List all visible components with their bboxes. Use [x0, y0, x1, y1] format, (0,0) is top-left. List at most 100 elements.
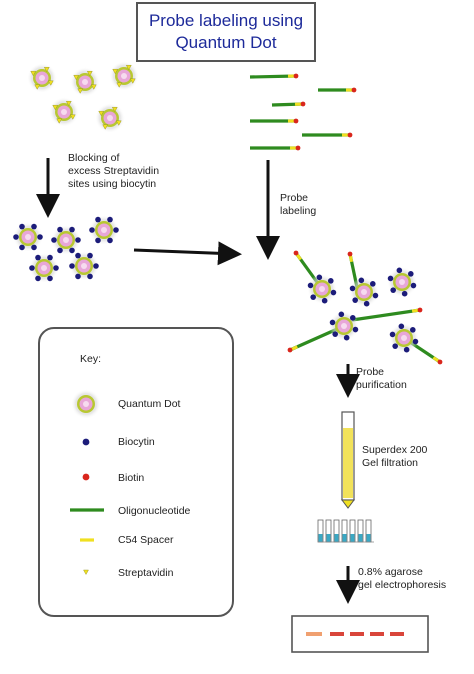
biocytin-dot: [75, 273, 81, 280]
biocytin-dot: [47, 275, 53, 282]
key-label-c54-spacer: C54 Spacer: [118, 534, 174, 546]
probe-labeling-label: Probe labeling: [280, 192, 316, 218]
c54-spacer-segment: [291, 345, 298, 351]
biocytin-dot: [31, 223, 37, 230]
biocytin-dot: [95, 216, 101, 223]
streptavidin-icon: [77, 88, 84, 94]
quantum-dot-icon: [387, 267, 417, 297]
biocytin-dot: [113, 227, 119, 233]
gel-filtration-label: Superdex 200 Gel filtration: [362, 444, 427, 470]
streptavidin-icon: [129, 78, 136, 84]
biocytin-dot: [69, 263, 75, 269]
electrophoresis-label-line-1: 0.8% agarose: [358, 566, 423, 578]
biocytin-dot: [87, 273, 93, 280]
streptavidin-icon: [90, 84, 97, 90]
biocytin-dot: [343, 334, 350, 341]
c54-spacer-segment: [348, 255, 354, 263]
quantum-dot-icon: [27, 63, 57, 93]
gel-band: [370, 632, 384, 636]
probe-purification-label: Probe purification: [356, 366, 407, 392]
free-probe: [318, 87, 357, 93]
free-probe: [250, 145, 301, 151]
biocytin-dot: [37, 234, 43, 240]
biocytin-dot: [390, 287, 396, 293]
gel-band: [390, 632, 404, 636]
biocytin-dot: [410, 327, 416, 333]
biocytin-icon: [82, 438, 90, 446]
streptavidin-icon: [43, 67, 50, 73]
column-resin: [343, 428, 353, 498]
blocked-quantum-dot: [13, 222, 43, 252]
streptavidin-icon: [69, 114, 76, 120]
streptavidin-icon: [112, 69, 119, 75]
biocytin-dot: [51, 237, 57, 243]
quantum-dot-icon: [349, 277, 379, 307]
biocytin-dot: [332, 331, 338, 337]
gel-band: [330, 632, 344, 636]
blocked-quantum-dot: [89, 215, 119, 245]
biocytin-dot: [307, 282, 314, 289]
streptavidin-icon: [52, 105, 59, 111]
streptavidin-icon: [73, 75, 80, 81]
biocytin-dot: [316, 274, 323, 281]
biotin-icon: [82, 473, 90, 481]
collection-tubes: [317, 519, 374, 543]
streptavidin-icon: [111, 107, 118, 113]
tube-fraction: [342, 534, 347, 542]
tube-fraction: [366, 534, 371, 542]
biocytin-dot: [387, 275, 394, 282]
biocytin-dot: [408, 271, 414, 277]
blocked-quantum-dot: [29, 253, 59, 283]
tube-fraction: [318, 534, 323, 542]
free-probe: [249, 73, 299, 79]
biocytin-dot: [19, 223, 25, 230]
probe-purification-label-line-2: purification: [356, 379, 407, 391]
biotin-dot: [287, 347, 293, 353]
diagram-shapes: [13, 61, 443, 653]
biotin-dot: [351, 87, 357, 93]
biocytin-dot: [69, 247, 75, 254]
title-line-1: Probe labeling using: [148, 11, 304, 30]
biocytin-dot: [93, 263, 99, 269]
biocytin-dot: [349, 285, 356, 292]
title-box: Probe labeling using Quantum Dot: [136, 2, 316, 62]
electrophoresis-label-line-2: gel electrophoresis: [358, 579, 447, 591]
biocytin-dot: [95, 237, 101, 244]
quantum-dot-icon: [307, 274, 337, 304]
biocytin-dot: [396, 267, 403, 274]
streptavidin-icon: [47, 80, 54, 86]
biocytin-dot: [57, 226, 63, 233]
free-quantum-dot: [70, 67, 100, 97]
tube-fraction: [350, 534, 355, 542]
biocytin-dot: [410, 282, 417, 289]
biocytin-dot: [389, 331, 396, 338]
gel-filtration-label-line-2: Gel filtration: [362, 457, 419, 469]
biocytin-dot: [350, 315, 356, 321]
biocytin-dot: [19, 244, 25, 251]
biocytin-dot: [69, 226, 75, 233]
c54-spacer-segment: [411, 308, 419, 313]
biotin-dot: [293, 73, 299, 79]
gel-band: [306, 632, 322, 636]
key-icons: [70, 389, 104, 575]
tube-fraction: [326, 534, 331, 542]
labeled-conjugate: [349, 277, 379, 307]
biotin-dot: [293, 118, 299, 124]
streptavidin-icon: [56, 118, 63, 124]
biocytin-dot: [338, 311, 345, 318]
biocytin-dot: [370, 281, 376, 287]
streptavidin-icon: [30, 71, 37, 77]
biocytin-dot: [89, 227, 95, 233]
biocytin-dot: [57, 247, 63, 254]
key-label-oligonucleotide: Oligonucleotide: [118, 505, 191, 517]
biocytin-dot: [398, 323, 405, 330]
free-quantum-dot: [27, 63, 57, 93]
free-quantum-dot: [49, 97, 79, 127]
biocytin-dot: [412, 338, 419, 345]
free-probe: [271, 101, 306, 107]
electrophoresis-label: 0.8% agarose gel electrophoresis: [358, 566, 446, 592]
blocking-label-line-1: Blocking of: [68, 152, 120, 164]
biocytin-dot: [29, 265, 35, 271]
streptavidin-icon: [125, 65, 132, 71]
